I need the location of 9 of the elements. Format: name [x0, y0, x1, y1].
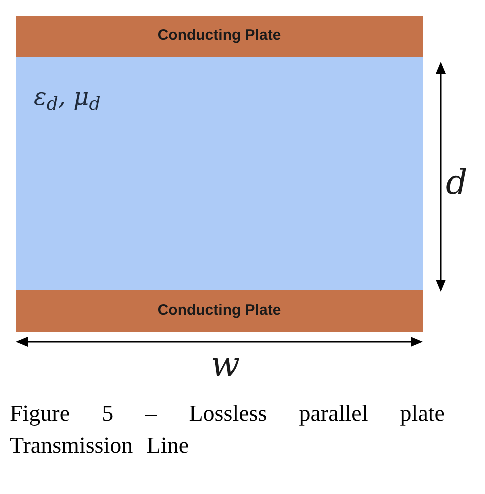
- figure-caption: Figure 5 – Lossless parallel plate Transmission Line: [10, 400, 445, 460]
- plate-label: Conducting Plate: [158, 26, 282, 46]
- dimension-label: w: [211, 344, 240, 387]
- conducting-plate: [16, 290, 423, 332]
- plate-label: Conducting Plate: [158, 300, 282, 321]
- dielectric-region: [16, 57, 423, 290]
- conducting-plate: [16, 16, 423, 57]
- dimension-label: d: [446, 162, 468, 205]
- material-parameters: ε$_{d}$, μ$_{d}$: [34, 82, 101, 115]
